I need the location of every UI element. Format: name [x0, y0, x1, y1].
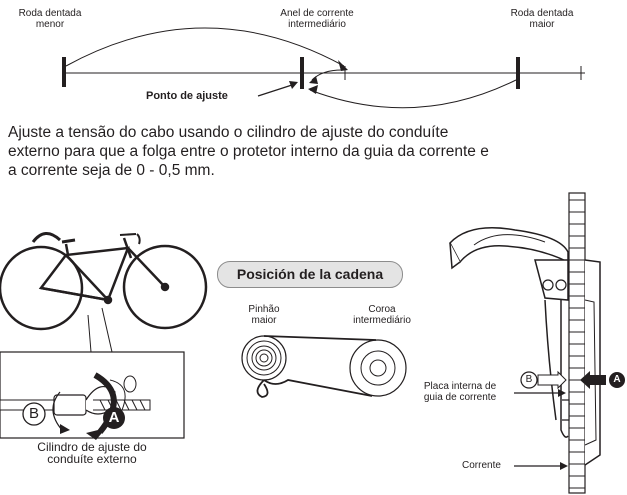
instruction-line: externo para que a folga entre o proteto… — [8, 143, 489, 160]
chain-position-diagram — [241, 335, 407, 398]
adjust-point-pointer — [257, 84, 293, 97]
instruction-text: Ajuste a tensão do cabo usando o cilindr… — [8, 123, 623, 180]
label-middle-ring-cp: Coroa intermediário — [353, 304, 411, 326]
derailleur-marker-a: A — [613, 374, 621, 385]
label-middle-ring: Anel de corrente intermediário — [280, 8, 354, 30]
marker-a-label: A — [108, 409, 120, 426]
derailleur-marker-b: B — [525, 374, 533, 385]
marker-b-circle — [520, 371, 538, 389]
rotation-arrow-b — [52, 391, 63, 431]
middle-ring — [349, 339, 407, 397]
arrow-b — [537, 370, 567, 390]
adjuster-caption: Cilindro de ajuste do conduíte externo — [37, 440, 147, 466]
chain-position-title: Posición de la cadena — [217, 261, 403, 288]
arrow-a — [580, 371, 606, 389]
chain-strip — [568, 192, 586, 494]
rear-wheel — [0, 245, 84, 331]
label-large-sprocket: Roda dentada maior — [510, 8, 574, 30]
label-small-sprocket: Roda dentada menor — [18, 8, 82, 30]
large-cog — [241, 335, 287, 381]
marker-b-circle — [22, 402, 46, 426]
bicycle-illustration — [0, 232, 208, 353]
front-derailleur-illustration — [449, 192, 625, 494]
instruction-line: a corrente seja de 0 - 0,5 mm. — [8, 162, 215, 179]
chain-loop — [256, 335, 377, 398]
downshift-arc — [309, 79, 517, 109]
gear-range-diagram — [62, 27, 585, 109]
label-large-cog: Pinhão maior — [248, 304, 280, 326]
marker-a-circle — [103, 407, 125, 429]
label-inner-plate: Placa interna de guia de corrente — [423, 381, 497, 403]
label-chain: Corrente — [462, 460, 501, 471]
front-wheel — [122, 244, 208, 330]
label-adjust-point: Ponto de ajuste — [146, 90, 228, 102]
marker-b-label: B — [28, 405, 39, 422]
marker-a-circle — [609, 372, 625, 388]
adjuster-inset — [0, 351, 185, 440]
inset-frame — [0, 351, 185, 439]
upshift-arc — [65, 27, 345, 67]
instruction-line: Ajuste a tensão do cabo usando o cilindr… — [8, 124, 449, 141]
rotation-arrow-a — [93, 372, 117, 434]
